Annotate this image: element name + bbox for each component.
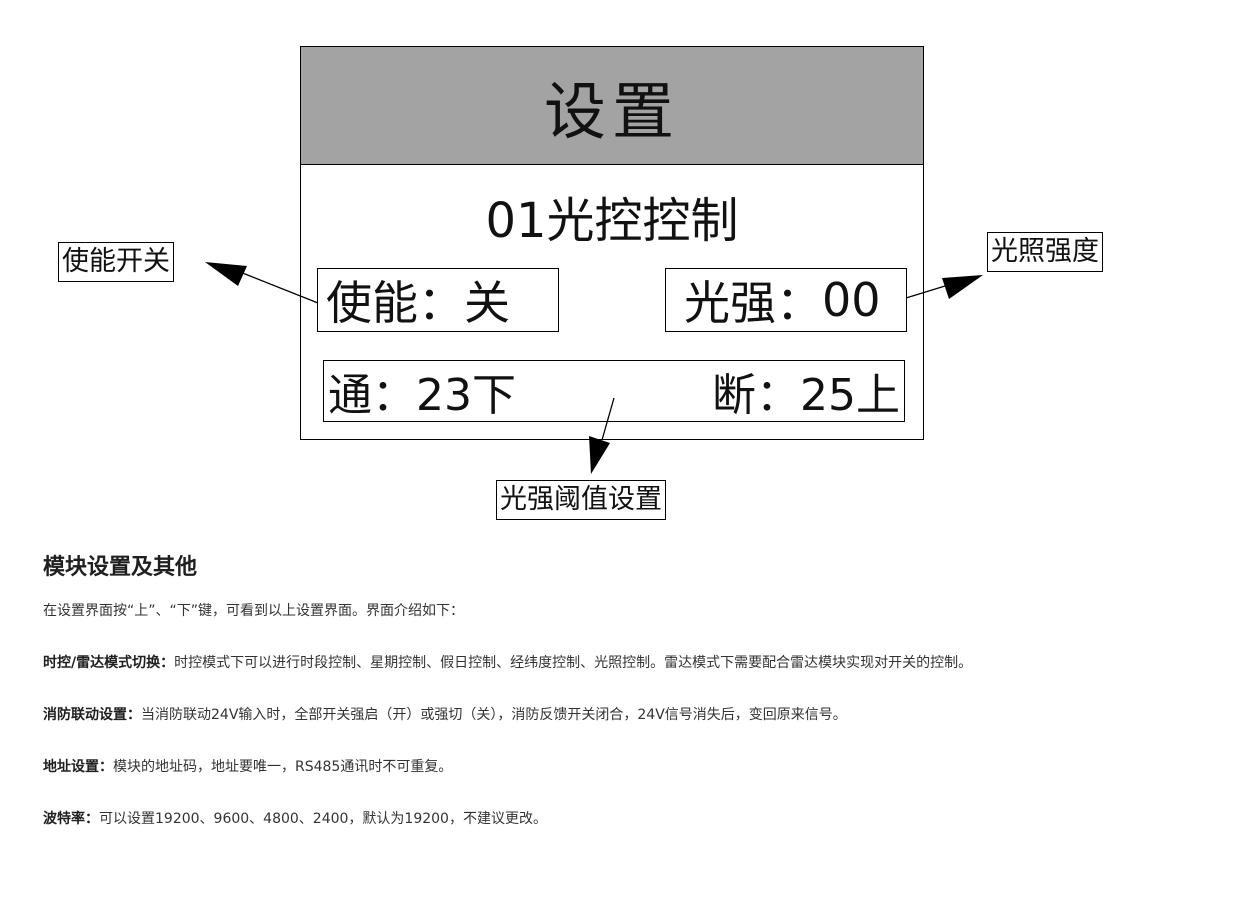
off-label: 断： xyxy=(712,370,800,421)
text-mode-switch: 时控模式下可以进行时段控制、星期控制、假日控制、经纬度控制、光照控制。雷达模式下… xyxy=(174,655,973,671)
illum-arrowhead xyxy=(942,275,983,299)
section-heading: 模块设置及其他 xyxy=(43,555,198,580)
on-label: 通： xyxy=(328,370,416,421)
article-body: 模块设置及其他 在设置界面按“上”、“下”键，可看到以上设置界面。界面介绍如下：… xyxy=(43,552,1213,859)
illum-arrow-line xyxy=(905,285,946,299)
on-suffix: 下 xyxy=(472,370,516,421)
paragraph-address: 地址设置：模块的地址码，地址要唯一，RS485通讯时不可重复。 xyxy=(43,755,1213,779)
off-suffix: 上 xyxy=(856,370,900,421)
callout-illumination: 光照强度 xyxy=(987,232,1103,272)
on-number: 23 xyxy=(416,370,472,421)
callout-arrows xyxy=(205,262,983,474)
settings-diagram: 设置 01光控控制 使能：关 光强：00 通：23下 断：25上 使能开关 光照… xyxy=(58,46,1103,520)
term-baud-rate: 波特率： xyxy=(43,811,99,827)
light-intensity-field: 光强：00 xyxy=(665,268,907,332)
enable-value: 关 xyxy=(464,276,510,330)
paragraph-baud-rate: 波特率：可以设置19200、9600、4800、2400，默认为19200，不建… xyxy=(43,807,1213,831)
off-number: 25 xyxy=(800,370,856,421)
text-fire-linkage: 当消防联动24V输入时，全部开关强启（开）或强切（关），消防反馈开关闭合，24V… xyxy=(141,707,847,723)
term-address: 地址设置： xyxy=(43,759,113,775)
paragraph-mode-switch: 时控/雷达模式切换：时控模式下可以进行时段控制、星期控制、假日控制、经纬度控制、… xyxy=(43,651,1213,675)
callout-enable-switch: 使能开关 xyxy=(58,242,174,282)
term-fire-linkage: 消防联动设置： xyxy=(43,707,141,723)
light-value: 00 xyxy=(822,273,881,327)
thresh-arrow-line xyxy=(601,397,615,441)
lcd-screen: 设置 01光控控制 使能：关 光强：00 通：23下 断：25上 xyxy=(300,46,924,440)
enable-arrowhead xyxy=(205,262,247,286)
text-address: 模块的地址码，地址要唯一，RS485通讯时不可重复。 xyxy=(113,759,453,775)
on-threshold: 通：23下 xyxy=(328,359,516,423)
menu-name: 光控控制 xyxy=(546,193,739,249)
paragraph-fire-linkage: 消防联动设置：当消防联动24V输入时，全部开关强启（开）或强切（关），消防反馈开… xyxy=(43,703,1213,727)
callout-threshold: 光强阈值设置 xyxy=(496,480,666,520)
text-baud-rate: 可以设置19200、9600、4800、2400，默认为19200，不建议更改。 xyxy=(99,811,547,827)
intro-paragraph: 在设置界面按“上”、“下”键，可看到以上设置界面。界面介绍如下： xyxy=(43,603,465,619)
screen-title: 设置 xyxy=(301,47,923,165)
menu-title: 01光控控制 xyxy=(301,189,923,253)
menu-number: 01 xyxy=(485,193,547,249)
light-label: 光强： xyxy=(684,276,822,330)
enable-arrow-line xyxy=(239,271,319,304)
off-threshold: 断：25上 xyxy=(712,359,900,423)
thresh-arrowhead xyxy=(589,436,610,474)
threshold-field: 通：23下 断：25上 xyxy=(323,360,905,422)
term-mode-switch: 时控/雷达模式切换： xyxy=(43,655,175,671)
enable-field: 使能：关 xyxy=(317,268,559,332)
enable-label: 使能： xyxy=(326,276,464,330)
